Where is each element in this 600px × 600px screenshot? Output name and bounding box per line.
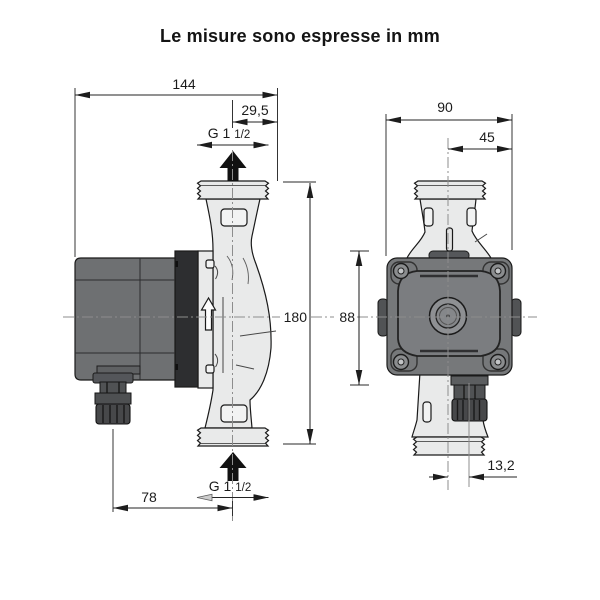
dim-overall-width-front: 90 [385,99,513,256]
dim-shaft-offset: 29,5 [232,100,278,128]
dimension-arrowhead [253,141,269,149]
front-bottom-flange [412,436,486,456]
dim-label-180: 180 [284,309,308,325]
flow-arrow-bottom-icon [219,452,247,481]
flow-indicator-outline-arrow [200,296,217,331]
neck-tab-left [423,207,434,227]
dim-label-144: 144 [172,76,196,92]
centerlines [63,138,537,521]
dimension-arrowhead [196,493,213,502]
page-title: Le misure sono espresse in mm [160,26,440,46]
dimension-arrowhead [497,145,512,153]
plate-clip-bottom [205,353,219,374]
dim-label-78: 78 [141,489,157,505]
pump-housing-volute [204,198,272,429]
dimension-arrowhead [306,183,314,198]
dimension-arrowhead [355,370,363,385]
side-view [74,151,277,481]
housing-detail-line [239,330,277,337]
motor-body [74,257,176,381]
union-nut-bottom [220,404,248,423]
dim-center-offset: 45 [448,129,512,153]
pipe-tab [422,401,432,423]
neck-crease [474,233,488,243]
dim-label-29-5: 29,5 [241,102,268,118]
dimension-arrowhead [497,116,512,124]
dimension-arrowhead [113,504,128,512]
dimension-arrowhead [232,118,248,126]
dimension-arrowhead [262,118,278,126]
dim-label-90: 90 [437,99,453,115]
housing-detail-line [235,364,255,370]
dimension-arrowhead [197,141,212,149]
neck-tab-right [466,207,477,227]
dim-label-45: 45 [479,129,495,145]
dimension-arrowhead [253,494,269,501]
dim-port-distance: 180 [283,181,316,445]
dimension-arrowhead [217,504,233,512]
front-view [377,180,522,487]
cable-gland-side [92,365,141,425]
bleed-screw-pin [445,227,454,252]
dimension-arrowhead [355,251,363,266]
dim-label-88: 88 [339,309,355,325]
dim-body-height: 88 [339,250,369,386]
dimension-arrowhead [386,116,401,124]
dimension-arrowhead [262,91,278,99]
dimension-arrowhead [448,145,463,153]
union-nut-top [220,208,248,227]
dimension-arrowhead [469,473,484,481]
dim-overall-width-side: 144 [74,76,278,257]
dimension-arrowhead [75,91,90,99]
housing-crease [242,257,249,285]
dimension-arrowhead [433,473,448,481]
plate-clip-top [205,259,219,280]
motor-flange-ring [174,250,199,388]
dim-label-13-2: 13,2 [487,457,514,473]
front-top-flange [413,180,487,200]
dim-gland-offset-side: 78 [112,429,233,516]
corner-screws [392,262,507,371]
dim-gland-offset-front: 13,2 [429,457,517,481]
dimension-arrowhead [306,429,314,444]
